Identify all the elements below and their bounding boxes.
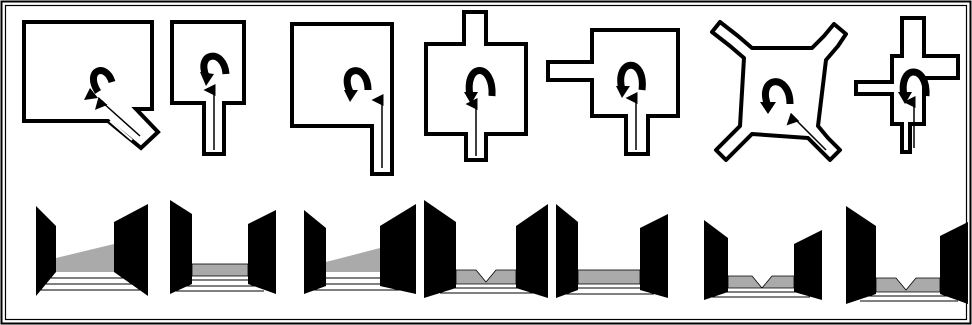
maze-layout-6 [710, 20, 848, 162]
first-person-view-7 [846, 206, 968, 304]
u-turn-arrow-icon [343, 67, 372, 94]
maze-layout-4 [424, 10, 528, 162]
maze-layout-5 [546, 28, 680, 156]
maze-layout-3 [290, 22, 394, 176]
u-turn-arrow-icon [200, 52, 230, 78]
straight-arrow-icon [786, 112, 827, 151]
first-person-view-5 [556, 204, 668, 298]
u-turn-arrow-icon [762, 78, 794, 108]
u-turn-arrow-icon [465, 67, 496, 97]
first-person-view-6 [704, 220, 822, 300]
first-person-view-3 [304, 204, 416, 294]
inner-border [4, 4, 968, 321]
maze-layout-7 [854, 16, 960, 154]
u-turn-arrow-icon [89, 67, 116, 94]
maze-layout-2 [170, 20, 246, 156]
u-turn-arrow-icon [617, 61, 646, 91]
first-person-view-1 [36, 204, 148, 296]
first-person-view-2 [170, 200, 276, 294]
u-turn-arrow-icon [899, 68, 930, 97]
first-person-view-4 [424, 200, 548, 298]
maze-layout-1 [22, 20, 161, 151]
straight-arrow-icon [94, 96, 141, 137]
